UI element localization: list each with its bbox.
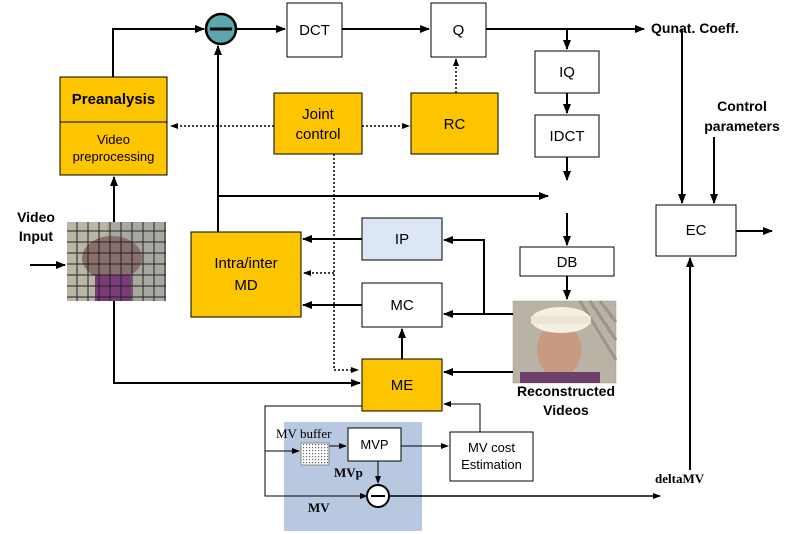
ip-label: IP: [395, 231, 409, 248]
video-preprocessing-block: Video preprocessing: [59, 121, 168, 176]
control-parameters-label-2: parameters: [704, 118, 780, 134]
intra-inter-md-label-1: Intra/inter: [214, 255, 277, 272]
mc-block: MC: [361, 282, 443, 328]
mv-cost-estimation-block: MV cost Estimation: [449, 431, 534, 482]
ec-block: EC: [655, 204, 737, 257]
reconstructed-videos-label-2: Videos: [543, 402, 589, 418]
video-preprocessing-label-2: preprocessing: [73, 149, 155, 164]
mv-signal-label: MV: [308, 500, 330, 515]
quant-coeff-label: Qunat. Coeff.: [651, 20, 739, 36]
video-input-thumbnail: [67, 222, 166, 301]
q-label: Q: [453, 22, 465, 39]
intra-inter-md-block: Intra/inter MD: [190, 231, 302, 318]
preanalysis-label: Preanalysis: [72, 91, 155, 108]
video-input-label-2: Input: [19, 228, 54, 244]
video-preprocessing-label-1: Video: [97, 132, 130, 147]
ec-label: EC: [686, 222, 707, 239]
mv-subtract-node: [366, 484, 390, 508]
reconstructed-videos-label-1: Reconstructed: [517, 383, 615, 399]
me-label: ME: [391, 377, 414, 394]
dct-block: DCT: [286, 2, 343, 58]
mvp-label: MVP: [360, 437, 388, 452]
mv-buffer-block: MV buffer: [276, 426, 332, 466]
video-input-label-1: Video: [17, 209, 55, 225]
dct-label: DCT: [299, 22, 330, 39]
intra-inter-md-label-2: MD: [234, 277, 257, 294]
top-subtract-node: [204, 12, 238, 46]
db-block: DB: [519, 246, 615, 277]
q-block: Q: [430, 2, 487, 58]
mv-cost-label-1: MV cost: [468, 440, 515, 455]
joint-control-label-2: control: [295, 126, 340, 143]
me-block: ME: [361, 358, 443, 412]
joint-control-label-1: Joint: [302, 106, 335, 123]
mv-buffer-label: MV buffer: [276, 426, 332, 441]
delta-mv-label: deltaMV: [655, 471, 705, 486]
preanalysis-block: Preanalysis: [59, 76, 168, 123]
mvp-block: MVP: [347, 427, 402, 462]
joint-control-block: Joint control: [273, 92, 363, 155]
rc-label: RC: [444, 116, 466, 133]
idct-block: IDCT: [534, 114, 600, 158]
idct-label: IDCT: [550, 128, 585, 145]
db-label: DB: [557, 254, 578, 271]
iq-block: IQ: [534, 50, 600, 94]
mc-label: MC: [390, 297, 413, 314]
reconstructed-video-frame: [512, 300, 618, 384]
rc-block: RC: [410, 92, 499, 155]
control-parameters-label-1: Control: [717, 98, 767, 114]
mv-cost-label-2: Estimation: [461, 457, 522, 472]
ip-block: IP: [361, 217, 443, 261]
iq-label: IQ: [559, 64, 575, 81]
mvp-signal-label: MVp: [334, 465, 363, 480]
